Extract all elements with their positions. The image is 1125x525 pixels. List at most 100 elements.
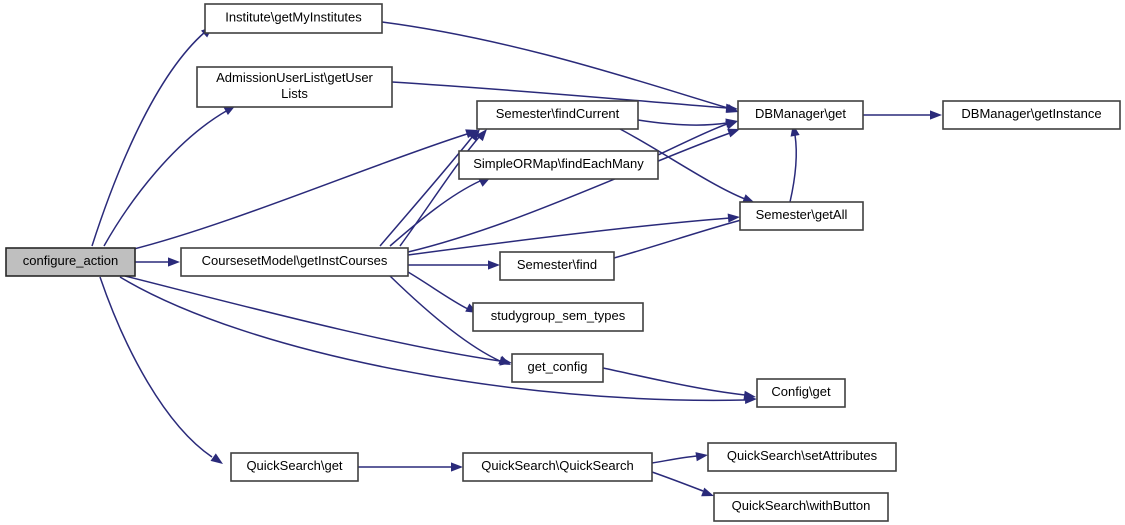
edge-line [389, 180, 481, 247]
node-simpleormap_findEachMany[interactable]: SimpleORMap\findEachMany [458, 150, 659, 180]
node-label: CoursesetModel\getInstCourses [202, 253, 388, 268]
edge-line [651, 471, 704, 492]
node-coursesetmodel_getInstCourses[interactable]: CoursesetModel\getInstCourses [180, 247, 409, 277]
node-box[interactable] [499, 251, 615, 281]
call-edge-coursesetmodel_getInstCourses-to-semester_getAll [407, 213, 740, 256]
node-label: DBManager\getInstance [961, 106, 1101, 121]
edge-line [637, 119, 728, 126]
arrow-head-icon [742, 194, 755, 203]
edge-line [129, 133, 468, 251]
edge-line [789, 134, 797, 203]
call-edge-coursesetmodel_getInstCourses-to-dbmanager_get [407, 128, 740, 253]
node-get_config[interactable]: get_config [511, 353, 604, 383]
arrow-head-icon [475, 129, 487, 142]
arrow-head-icon [727, 128, 740, 138]
arrow-head-icon [468, 129, 480, 142]
call-edge-semester_getAll-to-dbmanager_get [789, 124, 800, 203]
call-edge-configure_action-to-semester_findCurrent [129, 129, 478, 251]
call-edge-coursesetmodel_getInstCourses-to-semester_find [408, 260, 500, 270]
node-box[interactable] [230, 452, 359, 482]
arrow-head-icon [451, 462, 463, 472]
node-box[interactable] [707, 442, 897, 472]
edge-line [613, 218, 746, 259]
node-dbmanager_get[interactable]: DBManager\get [737, 100, 864, 130]
arrow-head-icon [168, 257, 180, 267]
call-edge-quicksearch_get-to-quicksearch_quicksearch [358, 462, 463, 472]
node-label: QuickSearch\withButton [732, 498, 871, 513]
call-edge-coursesetmodel_getInstCourses-to-semester_findCurrent [379, 129, 480, 247]
edge-line [657, 123, 728, 156]
node-box[interactable] [196, 66, 393, 108]
arrow-head-icon [930, 110, 942, 120]
node-box[interactable] [713, 492, 889, 522]
arrow-head-icon [725, 103, 738, 113]
node-label: Semester\find [517, 257, 597, 272]
node-box[interactable] [737, 100, 864, 130]
node-semester_find[interactable]: Semester\find [499, 251, 615, 281]
call-edge-quicksearch_quicksearch-to-quicksearch_withButton [651, 471, 714, 497]
edges-layer [91, 21, 942, 497]
edge-line [389, 275, 501, 362]
node-semester_findCurrent[interactable]: Semester\findCurrent [476, 100, 639, 130]
call-edge-configure_action-to-admissionuserlist_getUserLists [103, 105, 236, 247]
node-box[interactable] [756, 378, 846, 408]
arrow-head-icon [727, 213, 740, 223]
node-semester_getAll[interactable]: Semester\getAll [739, 201, 864, 231]
node-box[interactable] [511, 353, 604, 383]
call-edge-simpleormap_findEachMany-to-dbmanager_get [657, 120, 738, 156]
node-box[interactable] [739, 201, 864, 231]
edge-line [602, 367, 746, 396]
node-dbmanager_getInstance[interactable]: DBManager\getInstance [942, 100, 1121, 130]
node-box[interactable] [204, 3, 383, 34]
edge-line [91, 31, 206, 247]
call-edge-configure_action-to-get_config [124, 275, 512, 366]
call-edge-coursesetmodel_getInstCourses-to-semester_findCurrent [399, 129, 487, 247]
node-label: DBManager\get [755, 106, 846, 121]
call-edge-coursesetmodel_getInstCourses-to-studygroup_sem_types [407, 271, 478, 313]
node-config_get[interactable]: Config\get [756, 378, 846, 408]
call-edge-get_config-to-config_get [602, 367, 756, 400]
arrow-head-icon [488, 260, 500, 270]
arrow-head-icon [701, 487, 714, 497]
node-label: Semester\getAll [756, 207, 848, 222]
node-institute_getMyInstitutes[interactable]: Institute\getMyInstitutes [204, 3, 383, 34]
node-label: studygroup_sem_types [491, 308, 626, 323]
edge-line [399, 135, 481, 247]
node-box[interactable] [458, 150, 659, 180]
node-box[interactable] [180, 247, 409, 277]
arrow-head-icon [695, 452, 708, 462]
node-box[interactable] [472, 302, 644, 332]
node-quicksearch_quicksearch[interactable]: QuickSearch\QuickSearch [462, 452, 653, 482]
node-label: QuickSearch\get [246, 458, 342, 473]
call-edge-configure_action-to-coursesetmodel_getInstCourses [135, 257, 180, 267]
call-edge-coursesetmodel_getInstCourses-to-get_config [389, 275, 511, 365]
edge-line [407, 271, 469, 310]
call-edge-configure_action-to-quicksearch_get [99, 276, 223, 464]
node-label: configure_action [23, 253, 118, 268]
edge-line [379, 135, 474, 247]
node-quicksearch_setAttributes[interactable]: QuickSearch\setAttributes [707, 442, 897, 472]
node-label: QuickSearch\setAttributes [727, 448, 878, 463]
node-quicksearch_get[interactable]: QuickSearch\get [230, 452, 359, 482]
edge-line [119, 276, 746, 402]
edge-line [651, 455, 698, 464]
edge-line [103, 109, 229, 247]
node-quicksearch_withButton[interactable]: QuickSearch\withButton [713, 492, 889, 522]
call-edge-dbmanager_get-to-dbmanager_getInstance [863, 110, 942, 120]
edge-line [381, 21, 729, 109]
call-edge-semester_findCurrent-to-semester_getAll [619, 128, 755, 203]
node-label: Institute\getMyInstitutes [225, 10, 362, 25]
call-edge-configure_action-to-institute_getMyInstitutes [91, 26, 213, 247]
node-box[interactable] [942, 100, 1121, 130]
node-label: Config\get [771, 384, 831, 399]
node-label: get_config [528, 359, 588, 374]
node-box[interactable] [462, 452, 653, 482]
node-studygroup_sem_types[interactable]: studygroup_sem_types [472, 302, 644, 332]
node-box[interactable] [5, 247, 136, 277]
node-box[interactable] [476, 100, 639, 130]
node-configure_action[interactable]: configure_action [5, 247, 136, 277]
